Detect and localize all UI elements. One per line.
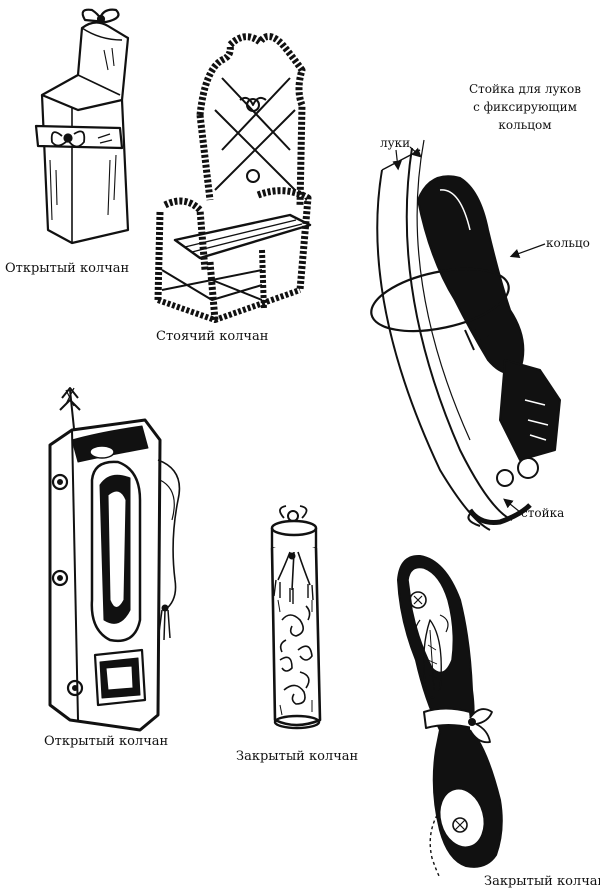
bow-stand-title-line-2: с фиксирующим: [473, 100, 577, 114]
standing-quiver-illustration: [154, 33, 312, 323]
stand-label: стойка: [521, 506, 564, 520]
bow-stand-illustration: [370, 139, 561, 531]
closed-quiver-middle-caption: Закрытый колчан: [236, 749, 358, 764]
closed-quiver-bottom-caption: Закрытый колчан: [484, 874, 600, 889]
open-quiver-bottom-illustration: [48, 387, 181, 732]
ring-label: кольцо: [546, 236, 590, 250]
standing-quiver-caption: Стоячий колчан: [156, 329, 268, 344]
ring-arrow: [509, 243, 546, 259]
open-quiver-top-caption: Открытый колчан: [5, 261, 129, 276]
bows-arrow: [392, 149, 402, 171]
bows-arrow-2: [409, 146, 422, 158]
closed-quiver-cylinder-illustration: [270, 505, 322, 730]
open-quiver-bottom-caption: Открытый колчан: [44, 734, 168, 749]
bow-stand-title-line-1: Стойка для луков: [469, 82, 581, 96]
closed-quiver-bottom-illustration: [397, 554, 503, 879]
stand-arrow: [503, 498, 521, 513]
open-quiver-top-illustration: [34, 8, 130, 245]
bow-stand-title: Стойка для луков с фиксирующим кольцом: [469, 82, 581, 132]
bows-label: луки: [380, 136, 410, 150]
bow-stand-title-line-3: кольцом: [498, 118, 551, 132]
